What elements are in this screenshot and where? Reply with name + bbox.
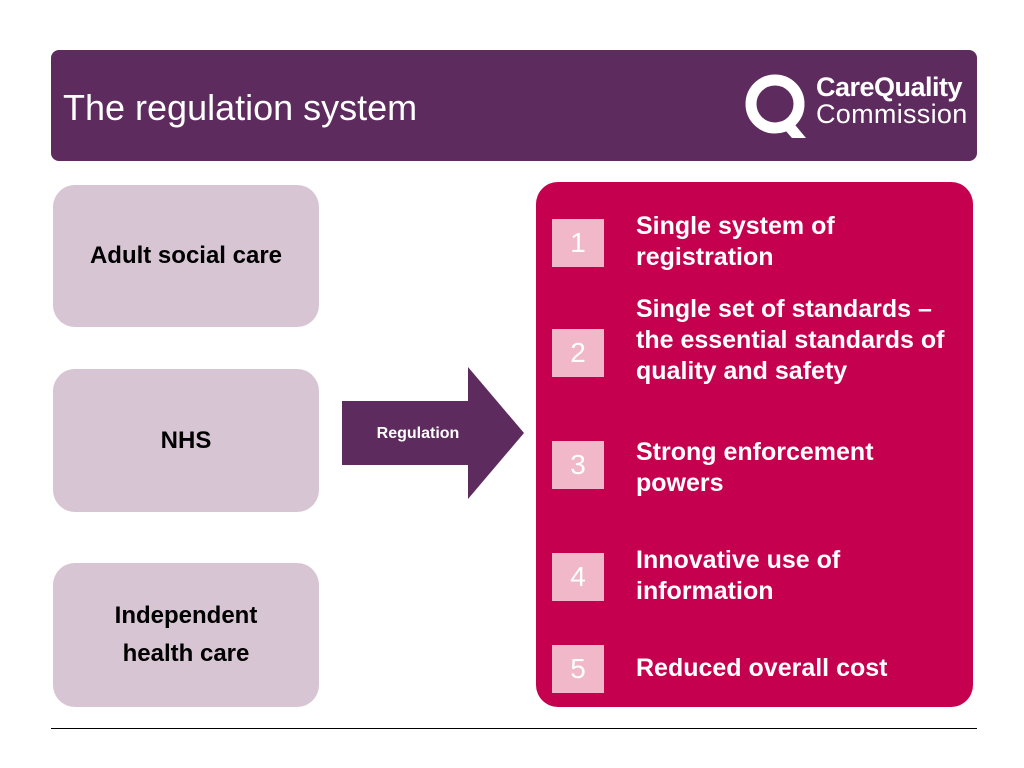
page-title: The regulation system	[63, 87, 418, 128]
logo-text: CareQuality Commission	[816, 74, 968, 128]
benefit-text-3: Strong enforcement powers	[636, 438, 874, 497]
benefit-number-1: 1	[552, 219, 604, 267]
regulation-arrow-label: Regulation	[376, 425, 460, 442]
benefit-number-2: 2	[552, 329, 604, 377]
benefit-number-3: 3	[552, 441, 604, 489]
header-bar	[51, 50, 977, 161]
benefit-number-4: 4	[552, 553, 604, 601]
benefit-text-2: Single set of standards – the essential …	[636, 295, 945, 385]
sector-nhs: NHS	[53, 369, 319, 512]
benefit-text-4: Innovative use of information	[636, 546, 841, 605]
benefit-number-5: 5	[552, 645, 604, 693]
regulation-arrow	[342, 367, 524, 499]
sector-label: NHS	[160, 426, 212, 454]
sector-adult-social-care: Adult social care	[53, 185, 319, 327]
benefits-panel	[536, 182, 973, 707]
sector-independent-health-care: Independent health care	[53, 563, 319, 707]
benefit-text-1: Single system of registration	[636, 212, 835, 271]
logo-line1: CareQuality	[816, 72, 963, 102]
logo: CareQuality Commission	[744, 70, 974, 142]
sector-label: Independent health care	[114, 602, 258, 667]
benefit-text-5: Reduced overall cost	[636, 654, 888, 682]
sector-label: Adult social care	[89, 242, 283, 269]
cqc-q-logo-icon	[745, 74, 806, 138]
logo-line2: Commission	[816, 99, 968, 129]
footer-divider	[51, 728, 977, 729]
